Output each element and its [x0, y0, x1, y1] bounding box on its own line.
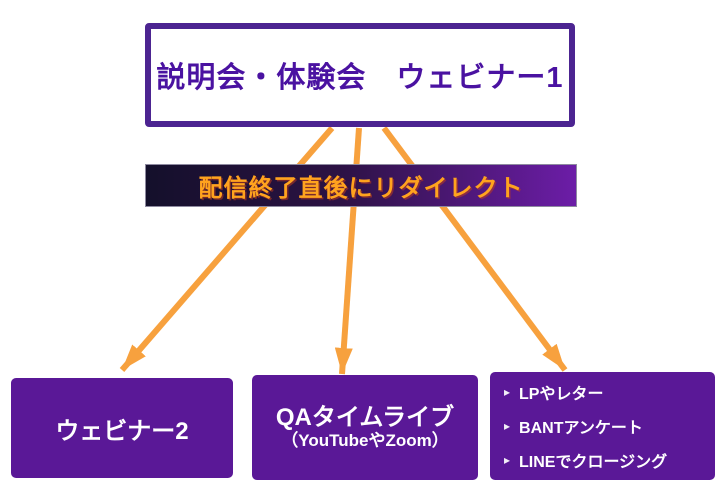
triangle-bullet-icon: ▸ — [504, 453, 511, 467]
list-item: ▸ LPやレター — [504, 375, 667, 409]
triangle-bullet-icon: ▸ — [504, 419, 511, 433]
node-webinar2: ウェビナー2 — [11, 378, 233, 478]
node-webinar1: 説明会・体験会 ウェビナー1 — [145, 23, 575, 127]
node-webinar2-label: ウェビナー2 — [55, 417, 189, 445]
node-qa-time-live-label: QAタイムライブ — [275, 403, 455, 431]
list-item: ▸ LINEでクロージング — [504, 443, 667, 477]
node-qa-time-live: QAタイムライブ （YouTubeやZoom） — [252, 375, 478, 480]
closing-steps-list: ▸ LPやレター ▸ BANTアンケート ▸ LINEでクロージング — [490, 375, 667, 477]
node-closing-steps: ▸ LPやレター ▸ BANTアンケート ▸ LINEでクロージング — [490, 372, 715, 480]
list-item: ▸ BANTアンケート — [504, 409, 667, 443]
list-item-label: LINEでクロージング — [519, 454, 668, 471]
node-webinar1-label: 説明会・体験会 ウェビナー1 — [156, 62, 564, 94]
triangle-bullet-icon: ▸ — [504, 385, 511, 399]
list-item-label: BANTアンケート — [519, 420, 643, 437]
list-item-label: LPやレター — [519, 386, 604, 403]
node-qa-time-live-sublabel: （YouTubeやZoom） — [281, 431, 449, 451]
redirect-banner: 配信終了直後にリダイレクト — [145, 164, 577, 207]
redirect-banner-label: 配信終了直後にリダイレクト — [198, 175, 524, 202]
